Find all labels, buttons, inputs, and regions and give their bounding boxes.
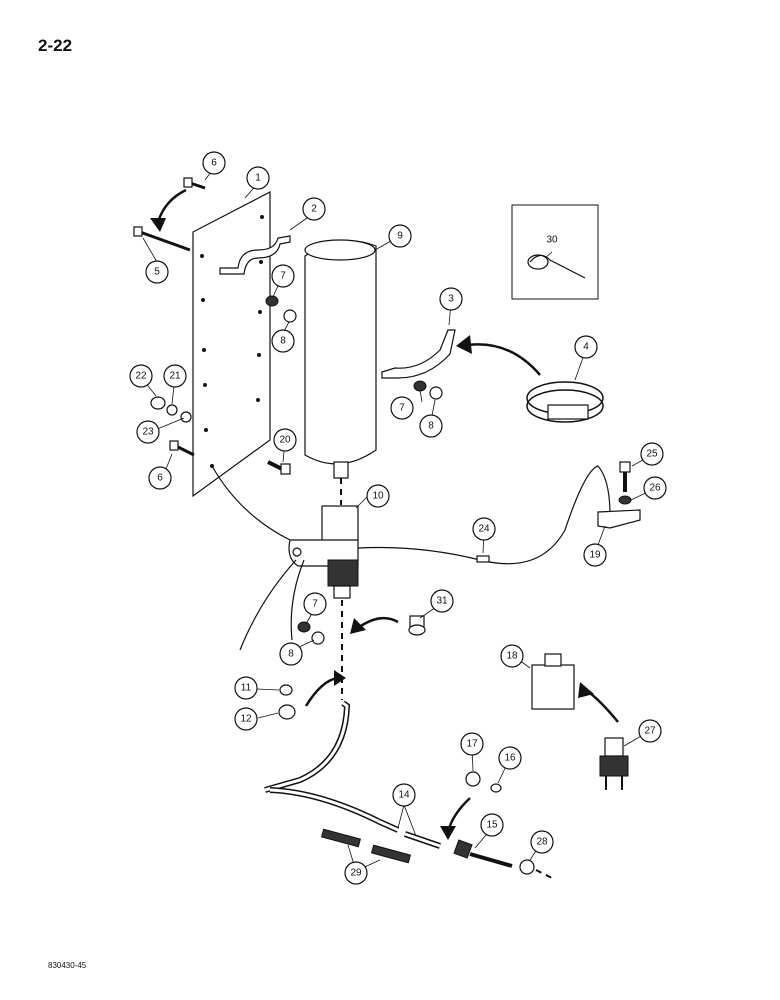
fuel-tank xyxy=(304,239,377,479)
callout-9: 9 xyxy=(388,224,412,248)
svg-text:21: 21 xyxy=(169,371,181,382)
callout-28: 28 xyxy=(530,830,554,854)
svg-text:11: 11 xyxy=(241,683,252,694)
callout-6-bottom: 6 xyxy=(148,466,172,490)
short-bolt-top xyxy=(183,177,206,190)
callout-16: 16 xyxy=(498,746,522,770)
callout-7-strap: 7 xyxy=(271,264,295,288)
callout-8-strap: 8 xyxy=(271,329,295,353)
svg-text:6: 6 xyxy=(211,158,217,169)
callout-8-tank: 8 xyxy=(419,414,443,438)
callout-2: 2 xyxy=(302,197,326,221)
svg-text:25: 25 xyxy=(646,449,658,460)
mounting-plate xyxy=(192,191,271,498)
large-strap xyxy=(381,329,456,379)
svg-text:6: 6 xyxy=(157,473,163,484)
callout-10: 10 xyxy=(366,484,390,508)
svg-text:8: 8 xyxy=(428,421,434,432)
short-bolt-bottom xyxy=(169,440,195,457)
page-number: 2-22 xyxy=(38,36,73,55)
svg-text:3: 3 xyxy=(448,294,454,305)
callout-19: 19 xyxy=(583,543,607,567)
svg-text:28: 28 xyxy=(536,837,548,848)
callout-31: 31 xyxy=(430,589,454,613)
callout-15: 15 xyxy=(480,813,504,837)
callout-26: 26 xyxy=(643,476,667,500)
svg-text:7: 7 xyxy=(312,599,318,610)
svg-text:20: 20 xyxy=(279,435,291,446)
callout-23: 23 xyxy=(136,420,160,444)
install-arrow-bolt xyxy=(156,188,187,223)
svg-text:24: 24 xyxy=(478,524,490,535)
long-bolt xyxy=(133,226,191,252)
callout-18: 18 xyxy=(500,644,524,668)
svg-text:10: 10 xyxy=(372,491,384,502)
callout-7-tank: 7 xyxy=(390,396,414,420)
spring-right xyxy=(370,844,412,864)
svg-text:30: 30 xyxy=(546,235,558,246)
svg-text:8: 8 xyxy=(280,336,286,347)
callout-11: 11 xyxy=(234,676,258,700)
spring-left xyxy=(320,828,362,848)
svg-text:29: 29 xyxy=(350,868,362,879)
svg-text:4: 4 xyxy=(583,342,589,353)
svg-text:15: 15 xyxy=(486,820,498,831)
svg-text:14: 14 xyxy=(398,790,410,801)
svg-text:12: 12 xyxy=(240,714,252,725)
fitting-15 xyxy=(453,839,513,868)
svg-text:31: 31 xyxy=(436,596,448,607)
svg-text:8: 8 xyxy=(288,649,294,660)
svg-text:5: 5 xyxy=(154,267,160,278)
push-switch xyxy=(599,737,629,790)
callout-17: 17 xyxy=(460,732,484,756)
callout-30: 30 xyxy=(546,235,558,246)
svg-text:26: 26 xyxy=(649,483,661,494)
callout-25: 25 xyxy=(640,442,664,466)
callout-6-top: 6 xyxy=(202,151,226,175)
ground-terminal xyxy=(597,509,641,529)
svg-text:7: 7 xyxy=(399,403,405,414)
svg-text:1: 1 xyxy=(255,173,261,184)
svg-text:17: 17 xyxy=(466,739,478,750)
svg-text:7: 7 xyxy=(280,271,286,282)
switch-housing xyxy=(531,653,575,710)
callout-3: 3 xyxy=(439,287,463,311)
svg-text:16: 16 xyxy=(504,753,516,764)
callout-22: 22 xyxy=(129,364,153,388)
small-strap xyxy=(219,235,291,275)
hose-clamp xyxy=(526,381,604,423)
bolt-25 xyxy=(619,461,631,492)
svg-text:22: 22 xyxy=(135,371,147,382)
callout-5: 5 xyxy=(145,260,169,284)
callout-8-valve: 8 xyxy=(279,642,303,666)
callout-7-valve: 7 xyxy=(303,592,327,616)
callout-14: 14 xyxy=(392,783,416,807)
bolt-20 xyxy=(267,460,291,475)
fuel-line-tube xyxy=(264,700,441,849)
svg-text:23: 23 xyxy=(142,427,154,438)
svg-text:18: 18 xyxy=(506,651,518,662)
svg-text:9: 9 xyxy=(397,231,403,242)
cable-tie-box xyxy=(511,204,599,300)
svg-text:27: 27 xyxy=(644,726,656,737)
leader-lines xyxy=(140,167,655,872)
callout-12: 12 xyxy=(234,707,258,731)
callout-1: 1 xyxy=(246,166,270,190)
callout-4: 4 xyxy=(574,335,598,359)
drawing-code: 830430-45 xyxy=(48,961,87,970)
plate-holes xyxy=(200,215,264,468)
callout-20: 20 xyxy=(273,428,297,452)
callout-29: 29 xyxy=(344,861,368,885)
valve-assembly xyxy=(288,505,359,599)
callout-24: 24 xyxy=(472,517,496,541)
svg-text:19: 19 xyxy=(589,550,601,561)
callout-27: 27 xyxy=(638,719,662,743)
callout-21: 21 xyxy=(163,364,187,388)
svg-text:2: 2 xyxy=(311,204,317,215)
